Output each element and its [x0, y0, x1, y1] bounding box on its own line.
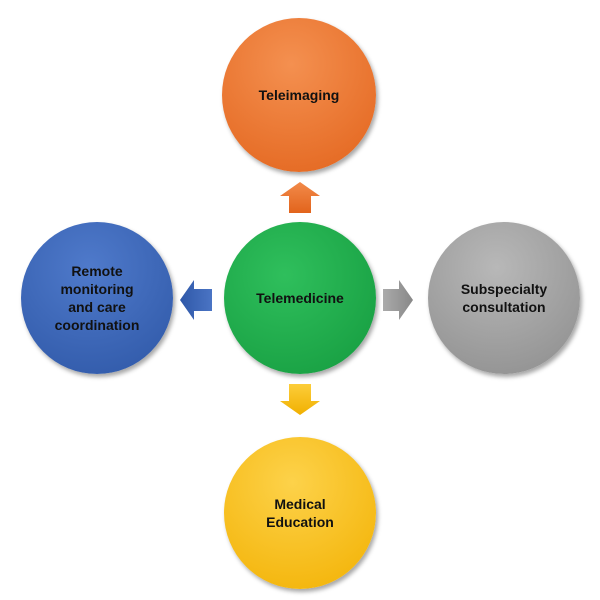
arrow-right-icon [383, 280, 413, 320]
node-subspecialty-consultation: Subspecialty consultation [428, 222, 580, 374]
node-remote-monitoring: Remote monitoring and care coordination [21, 222, 173, 374]
node-label: Teleimaging [258, 86, 340, 103]
node-label: Telemedicine [256, 289, 344, 306]
node-label: Subspecialty consultation [460, 280, 548, 315]
node-teleimaging: Teleimaging [222, 18, 376, 172]
arrow-left-icon [180, 280, 212, 320]
arrow-down-icon [280, 384, 320, 415]
node-label: Medical Education [266, 495, 334, 530]
center-node-telemedicine: Telemedicine [224, 222, 376, 374]
arrow-up-icon [280, 182, 320, 213]
node-medical-education: Medical Education [224, 437, 376, 589]
node-label: Remote monitoring and care coordination [54, 262, 140, 334]
